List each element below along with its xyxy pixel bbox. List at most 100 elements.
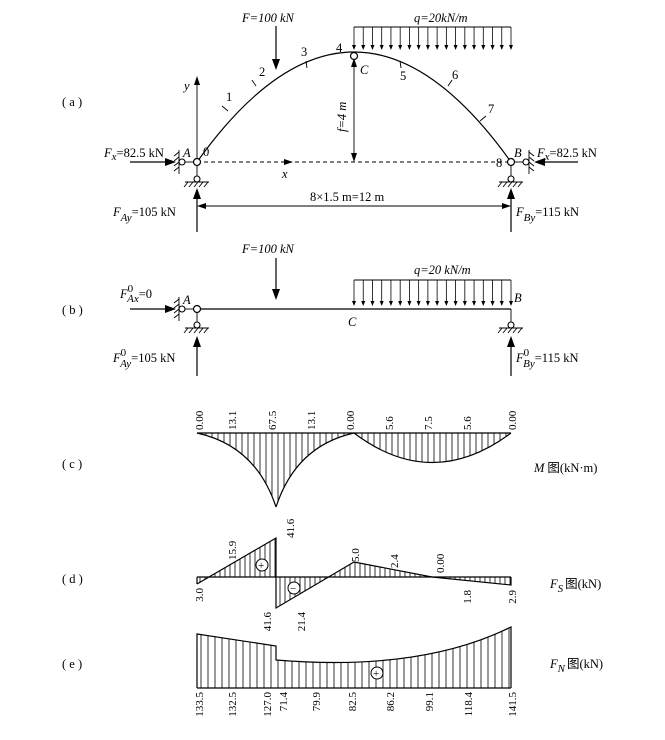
section-label-8: 8: [496, 156, 502, 170]
shear-minus-sign: −: [290, 583, 296, 595]
support-A: [173, 150, 209, 188]
section-label-7: 7: [488, 102, 494, 116]
shear-value-label: 41.6: [262, 612, 274, 632]
q-arrow-head: [425, 45, 430, 50]
moment-curve-mid: [275, 432, 355, 508]
rise-arrow-head-top: [351, 58, 357, 67]
section-label-4: 4: [336, 41, 343, 55]
shear-value-label: 41.6: [285, 518, 297, 538]
shear-value-label: 15.9: [227, 540, 239, 560]
axial-value-label: 118.4: [463, 692, 475, 717]
q-arrow-head: [379, 301, 384, 306]
q-arrow-head: [444, 45, 449, 50]
axial-value-label: 86.2: [385, 692, 397, 711]
q-arrow-head: [453, 301, 458, 306]
span-arrow-left: [197, 203, 206, 209]
q-arrow-head: [435, 301, 440, 306]
moment-value-label: 5.6: [462, 416, 474, 430]
beam-point-C-label: C: [348, 315, 357, 329]
moment-hatch: [199, 433, 507, 502]
panel-a-label: ( a ): [62, 95, 82, 109]
axial-outline: [196, 626, 512, 688]
y-axis-arrow: [194, 76, 200, 85]
beam-load-F-label: F=100 kN: [241, 242, 294, 256]
q-arrow-head: [499, 301, 504, 306]
panel-e-label: ( e ): [62, 657, 82, 671]
thrust-right-label: Fx=82.5 kN: [536, 146, 597, 163]
moment-value-label: 13.1: [227, 411, 239, 430]
q-arrow-head: [453, 45, 458, 50]
shear-value-label: 0.00: [435, 553, 447, 573]
support-B: [497, 150, 535, 188]
load-q-label: q=20kN/m: [414, 11, 468, 25]
q-arrow-head: [398, 301, 403, 306]
beam-support-A: [173, 297, 209, 334]
load-F-label: F=100 kN: [241, 11, 294, 25]
rise-label: f=4 m: [335, 102, 349, 132]
reaction-A-arrow: [193, 188, 201, 199]
q-arrow-head: [398, 45, 403, 50]
moment-value-label: 5.6: [384, 416, 396, 430]
origin-label: 0: [203, 145, 209, 159]
span-label: 8×1.5 m=12 m: [310, 190, 384, 204]
rise-arrow-head-bottom: [351, 153, 357, 162]
q-arrow-head: [352, 45, 356, 50]
beam-distributed-load: [352, 279, 513, 306]
q-arrow-head: [435, 45, 440, 50]
point-C-label: C: [360, 63, 369, 77]
point-A-label: A: [182, 146, 191, 160]
moment-curve-right: [353, 432, 512, 464]
q-arrow-head: [481, 301, 486, 306]
shear-value-label: 3.0: [194, 588, 206, 602]
reaction-B-label: FBy=115 kN: [515, 205, 579, 224]
beam-load-F-arrow: [272, 289, 280, 300]
section-label-6: 6: [452, 68, 458, 82]
q-arrow-head: [462, 301, 467, 306]
q-arrow-head: [407, 45, 412, 50]
panel-c-label: ( c ): [62, 457, 82, 471]
q-arrow-head: [444, 301, 449, 306]
y-axis-label: y: [182, 79, 190, 93]
q-arrow-head: [462, 45, 467, 50]
beam-point-A-label: A: [182, 293, 191, 307]
q-arrow-head: [379, 45, 384, 50]
panel-b-label: ( b ): [62, 303, 83, 317]
beam-point-B-label: B: [514, 291, 522, 305]
load-F-arrow: [272, 59, 280, 70]
q-arrow-head: [499, 45, 504, 50]
q-arrow-head: [490, 301, 495, 306]
moment-curve-left: [196, 432, 277, 508]
x-axis-arrow: [284, 159, 293, 165]
beam-thrust-arrow: [165, 305, 176, 313]
axial-value-label: 71.4: [278, 692, 290, 712]
x-axis-label: x: [281, 167, 288, 181]
beam-support-B: [497, 309, 523, 334]
reaction-A-label: FAy=105 kN: [112, 205, 176, 224]
q-arrow-head: [388, 45, 393, 50]
reaction-B-arrow: [507, 188, 515, 199]
q-arrow-head: [425, 301, 430, 306]
axial-value-label: 132.5: [227, 692, 239, 717]
axial-plus-sign: +: [373, 668, 379, 680]
panel-d-label: ( d ): [62, 572, 83, 586]
q-arrow-head: [416, 301, 421, 306]
q-arrow-head: [370, 301, 375, 306]
moment-value-label: 7.5: [423, 416, 435, 430]
shear-value-label: 1.8: [462, 590, 474, 604]
point-B-label: B: [514, 146, 522, 160]
shear-minus-circle: [287, 581, 301, 595]
q-arrow-head: [416, 45, 421, 50]
distributed-load-q: [352, 26, 513, 50]
shear-plus-sign: +: [258, 560, 264, 572]
section-label-1: 1: [226, 90, 232, 104]
shear-value-label: 2.4: [389, 554, 401, 568]
axial-hatch: [200, 627, 510, 688]
